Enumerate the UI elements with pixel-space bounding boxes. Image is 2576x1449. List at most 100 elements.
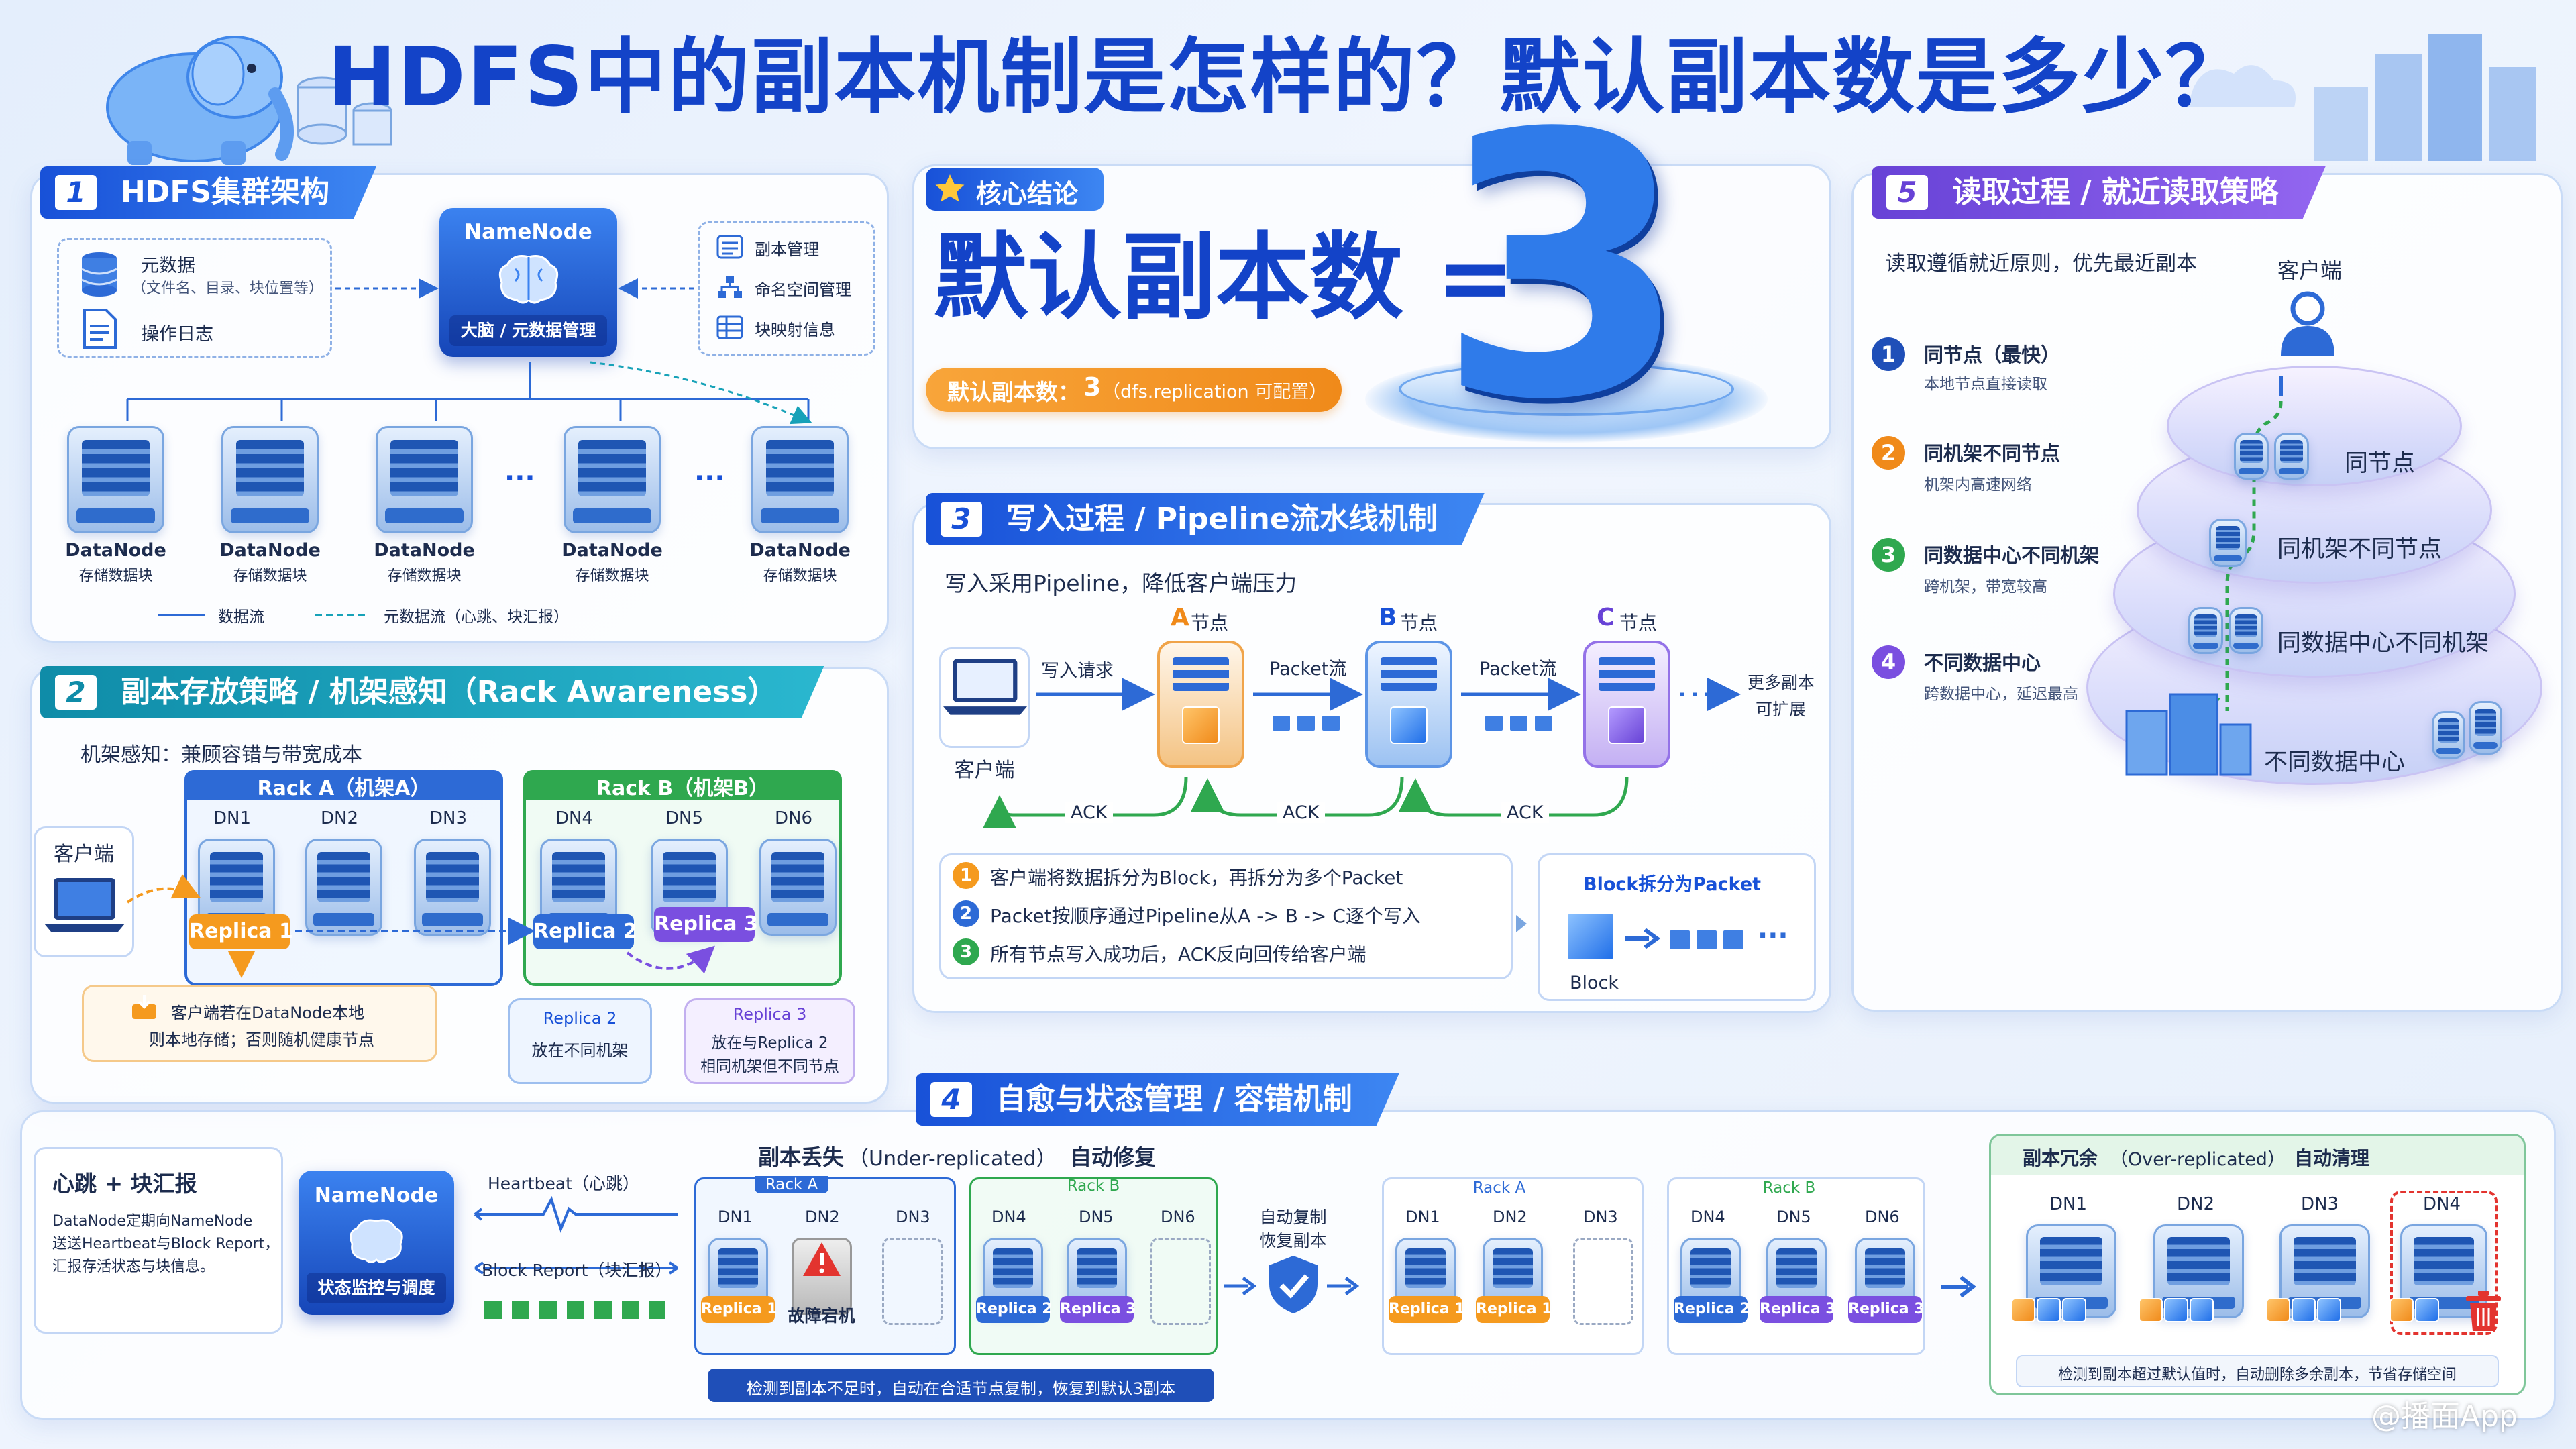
datanode-sub-5: 存储数据块 — [763, 568, 837, 584]
datanode-label-3: DataNode — [374, 540, 475, 561]
node-b-letter: B — [1379, 604, 1397, 631]
repaired-dn4: DN4 — [1690, 1208, 1725, 1226]
tier3-server-icon — [2188, 607, 2223, 654]
status-namenode-card[interactable]: NameNode 状态监控与调度 — [299, 1171, 454, 1315]
note-replica2-line1: Replica 2 — [543, 1009, 617, 1028]
rack-dn6-label: DN6 — [775, 808, 813, 828]
under-replica1: Replica 1 — [701, 1296, 777, 1323]
tier1-server-icon-2 — [2274, 433, 2309, 480]
under-dn6: DN6 — [1161, 1208, 1195, 1226]
packet-2b — [1509, 714, 1529, 732]
repaired-replica2: Replica 2 — [1674, 1296, 1750, 1323]
under-dn2: DN2 — [805, 1208, 840, 1226]
laptop-icon[interactable] — [44, 875, 125, 936]
client-label: 客户端 — [54, 843, 114, 866]
pipeline-client-label: 客户端 — [954, 759, 1015, 782]
user-icon[interactable] — [2277, 290, 2338, 357]
rack-placement-arrows — [126, 874, 715, 978]
under-dn3: DN3 — [896, 1208, 930, 1226]
step3-badge: 3 — [953, 938, 979, 965]
cluster-connections — [126, 278, 812, 616]
namenode-card[interactable]: NameNode 大脑 / 元数据管理 — [439, 208, 617, 357]
datanode-server-1[interactable] — [67, 426, 164, 533]
read-item4-desc: 跨数据中心，延迟最高 — [1924, 686, 2078, 703]
heartbeat-box — [34, 1147, 283, 1334]
core-label: 默认副本数 = — [934, 223, 1515, 333]
block-report-label: Block Report（块汇报） — [482, 1260, 672, 1280]
datanode-sub-4: 存储数据块 — [575, 568, 649, 584]
tier4-server-icon — [2432, 711, 2465, 759]
rack-server-dn6[interactable] — [759, 839, 837, 936]
node-c-letter: C — [1597, 604, 1615, 631]
over-title: 副本冗余 — [2023, 1147, 2098, 1169]
arrow-right-out-icon — [1327, 1277, 1360, 1295]
read-item3-title: 同数据中心不同机架 — [1924, 544, 2100, 567]
packet-2c — [1534, 714, 1554, 732]
datanode-sub-3: 存储数据块 — [387, 568, 462, 584]
metadata-sub: （文件名、目录、块位置等） — [131, 280, 324, 297]
func-namespace: 命名空间管理 — [755, 280, 851, 299]
replica-count-value: 3 — [1437, 58, 1689, 479]
ack-label-2: ACK — [1277, 802, 1325, 823]
pill-prefix: 默认副本数： — [947, 379, 1080, 405]
tier3-server-icon-2 — [2229, 607, 2263, 654]
repaired-replica1-prime: Replica 1' — [1476, 1296, 1556, 1323]
elephant-logo-icon — [106, 36, 294, 165]
trash-icon[interactable] — [2463, 1289, 2504, 1332]
packet-2a — [1484, 714, 1504, 732]
read-item1-badge: 1 — [1872, 337, 1905, 371]
rack-a-label: Rack A（机架A） — [257, 777, 431, 800]
default-replication-pill — [926, 368, 1342, 412]
datanode-server-2[interactable] — [221, 426, 319, 533]
replica1-pill: Replica 1 — [189, 914, 293, 949]
auto-repair-line2: 恢复副本 — [1259, 1231, 1327, 1250]
pipeline-laptop-icon[interactable] — [943, 654, 1027, 721]
metadata-label: 元数据 — [141, 256, 195, 276]
under-title: 副本丢失 — [758, 1144, 845, 1170]
rack-server-dn2[interactable] — [305, 839, 382, 936]
heartbeat-desc-3: 汇报存活状态与块信息。 — [52, 1258, 215, 1275]
namenode-sub: 大脑 / 元数据管理 — [449, 315, 607, 346]
status-brain-icon — [350, 1219, 403, 1263]
over-dn3: DN3 — [2301, 1194, 2339, 1214]
heartbeat-desc-1: DataNode定期向NameNode — [52, 1213, 253, 1230]
log-doc-icon — [83, 309, 117, 349]
under-dn5: DN5 — [1079, 1208, 1114, 1226]
pill-value: 3 — [1083, 372, 1102, 402]
over-block-4a — [2390, 1298, 2414, 1322]
chevron-right-icon — [1516, 915, 1527, 932]
over-block-1c — [2062, 1298, 2086, 1322]
repaired-dn6: DN6 — [1865, 1208, 1900, 1226]
pedestal-top — [1399, 362, 1734, 416]
block-map-icon — [716, 315, 743, 339]
datanode-server-5[interactable] — [751, 426, 849, 533]
rack-server-dn3[interactable] — [414, 839, 491, 936]
node-a-rack-lines — [1173, 657, 1229, 691]
heartbeat-title: 心跳 + 块汇报 — [52, 1171, 197, 1197]
read-item1-title: 同节点（最快） — [1924, 343, 2061, 366]
metadata-box — [57, 238, 332, 358]
namenode-label: NameNode — [464, 220, 592, 244]
shield-check-icon — [1269, 1256, 1318, 1313]
read-item2-desc: 机架内高速网络 — [1924, 476, 2032, 494]
datacenter-building-icon — [2125, 693, 2252, 776]
pill-suffix: （dfs.replication 可配置） — [1102, 382, 1328, 402]
note-replica1-line1: 客户端若在DataNode本地 — [171, 1004, 364, 1022]
repaired-replica3-prime: Replica 3' — [1848, 1296, 1929, 1323]
note-replica2-line2: 放在不同机架 — [531, 1041, 629, 1060]
over-dn1: DN1 — [2049, 1194, 2088, 1214]
log-label: 操作日志 — [141, 324, 213, 345]
repaired-rack-a-label: Rack A — [1472, 1179, 1526, 1197]
under-replica3: Replica 3 — [1060, 1296, 1136, 1323]
replica2-pill: Replica 2 — [533, 914, 637, 949]
datanode-server-3[interactable] — [376, 426, 473, 533]
over-server-dn4[interactable] — [2400, 1224, 2487, 1318]
datanode-server-4[interactable] — [564, 426, 661, 533]
over-note: 检测到副本超过默认值时，自动删除多余副本，节省存储空间 — [2057, 1366, 2457, 1383]
download-box-icon — [132, 995, 156, 1019]
split-packet-1 — [1668, 929, 1691, 951]
over-block-2c — [2190, 1298, 2214, 1322]
over-note-bar — [2016, 1355, 2499, 1387]
note-replica2 — [508, 998, 652, 1084]
